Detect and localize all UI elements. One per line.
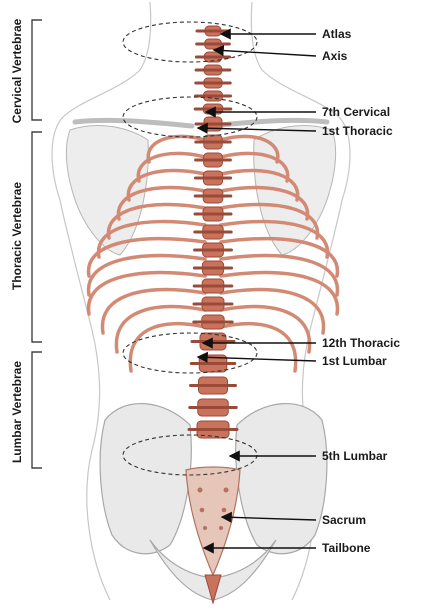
vertebra (196, 78, 230, 88)
vertebra (191, 377, 236, 394)
vertebra (195, 225, 231, 239)
vertebra (195, 207, 231, 221)
label-7th-cervical: 7th Cervical (322, 105, 390, 119)
vertebral-column (189, 26, 237, 438)
label-tailbone: Tailbone (322, 541, 370, 555)
label-cervical-vertebrae: Cervical Vertebrae (10, 19, 24, 124)
label-5th-lumbar: 5th Lumbar (322, 449, 387, 463)
ellipse-thoracolumbar (123, 333, 257, 373)
label-thoracic-vertebrae: Thoracic Vertebrae (10, 182, 24, 290)
vertebra (194, 261, 231, 275)
label-12th-thoracic: 12th Thoracic (322, 336, 400, 350)
label-lumbar-vertebrae: Lumbar Vertebrae (10, 361, 24, 463)
bracket-lumbar (32, 352, 42, 468)
label-axis: Axis (322, 49, 347, 63)
label-atlas: Atlas (322, 27, 351, 41)
vertebra (195, 243, 232, 257)
rib (116, 307, 205, 352)
arrow-axis (214, 50, 316, 56)
label-1st-thoracic: 1st Thoracic (322, 124, 393, 138)
vertebra (196, 65, 230, 75)
region-brackets (32, 20, 42, 468)
bracket-thoracic (32, 132, 42, 342)
ellipse-cervical-top (123, 22, 257, 62)
ellipse-cervicothoracic (123, 97, 257, 137)
vertebra (197, 39, 230, 49)
label-sacrum: Sacrum (322, 513, 366, 527)
bracket-cervical (32, 20, 42, 120)
vertebra (190, 399, 237, 416)
sacrum (186, 467, 240, 575)
rib (221, 307, 310, 352)
vertebra (192, 333, 234, 350)
label-1st-lumbar: 1st Lumbar (322, 354, 387, 368)
